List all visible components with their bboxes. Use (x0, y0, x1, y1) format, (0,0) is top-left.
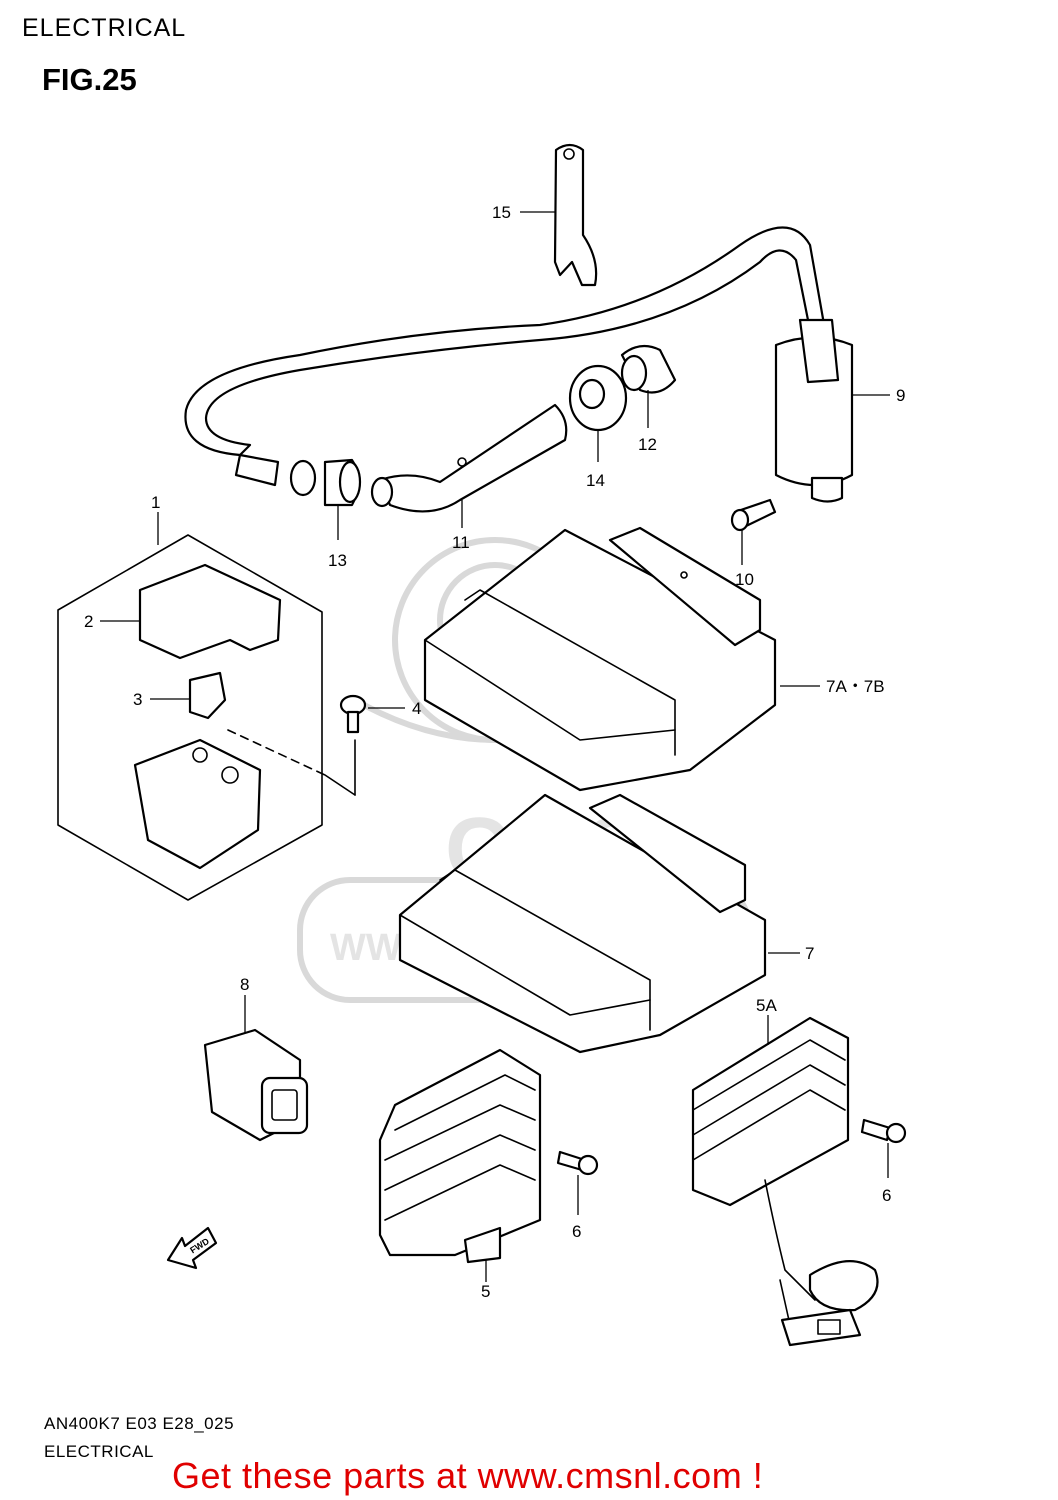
callout-3: 3 (133, 690, 142, 709)
part-6-bolt-left (556, 1150, 599, 1176)
callout-1: 1 (151, 493, 160, 512)
callout-9: 9 (896, 386, 905, 405)
part-7a-7b-ecm (423, 526, 777, 792)
forward-arrow-icon: FWD (166, 1226, 218, 1270)
callout-14: 14 (586, 471, 605, 490)
callout-13: 13 (328, 551, 347, 570)
part-7-ecm (398, 793, 767, 1054)
callout-10: 10 (735, 570, 754, 589)
part-6-bolt-right (860, 1118, 907, 1144)
part-8-connector (203, 1028, 309, 1142)
part-9-ignition-coil (774, 318, 854, 503)
callout-5a: 5A (756, 996, 777, 1015)
callout-7: 7 (805, 944, 814, 963)
part-4-screw (339, 694, 367, 796)
callout-6-right: 6 (882, 1186, 891, 1205)
callout-11: 11 (452, 533, 470, 552)
figure-number: FIG.25 (42, 62, 137, 97)
header-category: ELECTRICAL (22, 14, 187, 42)
part-11-plug-cap (370, 403, 568, 513)
callout-6-left: 6 (572, 1222, 581, 1241)
part-1-starter-relay-assembly (57, 534, 356, 901)
part-14-grommet (568, 364, 628, 432)
footer-category: ELECTRICAL (44, 1442, 154, 1461)
part-15-clamp (553, 143, 598, 287)
callout-2: 2 (84, 612, 93, 631)
diagram-code: AN400K7 E03 E28_025 (44, 1414, 235, 1433)
part-5a-regulator (691, 1016, 879, 1347)
callout-12: 12 (638, 435, 657, 454)
callout-5: 5 (481, 1282, 490, 1301)
callout-8: 8 (240, 975, 249, 994)
callout-7a-7b: 7A・7B (826, 677, 885, 696)
callout-4: 4 (412, 699, 421, 718)
parts-banner-link[interactable]: Get these parts at www.cmsnl.com ! (172, 1455, 764, 1496)
part-10-bolt (730, 498, 777, 532)
part-12-cap (620, 344, 677, 394)
part-5-regulator (378, 1048, 542, 1264)
part-13-joint (234, 453, 362, 507)
callout-15: 15 (492, 203, 511, 222)
